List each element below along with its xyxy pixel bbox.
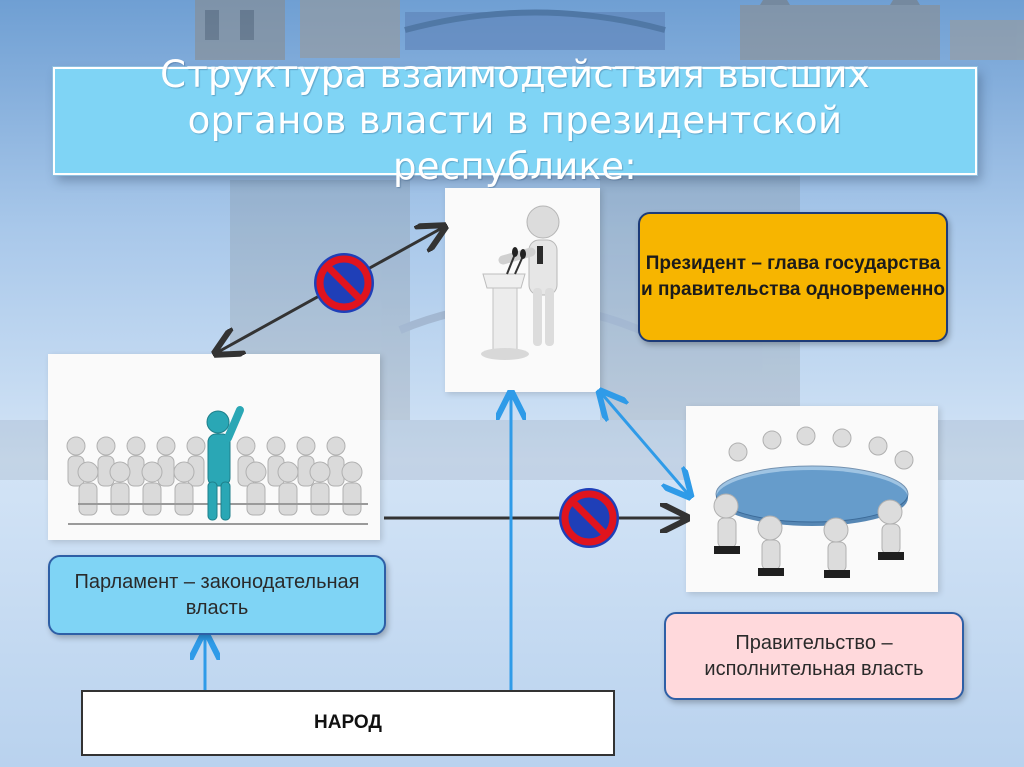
speaker-at-podium-illustration [481, 205, 560, 360]
people-label: НАРОД [314, 712, 382, 733]
president-box: Президент – глава государства и правител… [638, 212, 948, 342]
government-label: Правительство – исполнительная власть [704, 632, 924, 680]
parliament-illustration-panel [48, 354, 380, 540]
parliament-box: Парламент – законодательная власть [48, 555, 386, 635]
president-label: Президент – глава государства и правител… [640, 253, 946, 300]
title-banner: Структура взаимодействия высших органов … [53, 53, 977, 188]
government-illustration-panel [686, 406, 938, 592]
slide-title: Структура взаимодействия высших органов … [160, 53, 870, 188]
crowd-with-leader-illustration [66, 406, 368, 525]
government-box: Правительство – исполнительная власть [664, 612, 964, 700]
parliament-label: Парламент – законодательная власть [74, 571, 360, 619]
round-table-meeting-illustration [713, 426, 914, 578]
president-illustration-panel [445, 188, 600, 392]
people-box: НАРОД [81, 690, 615, 756]
